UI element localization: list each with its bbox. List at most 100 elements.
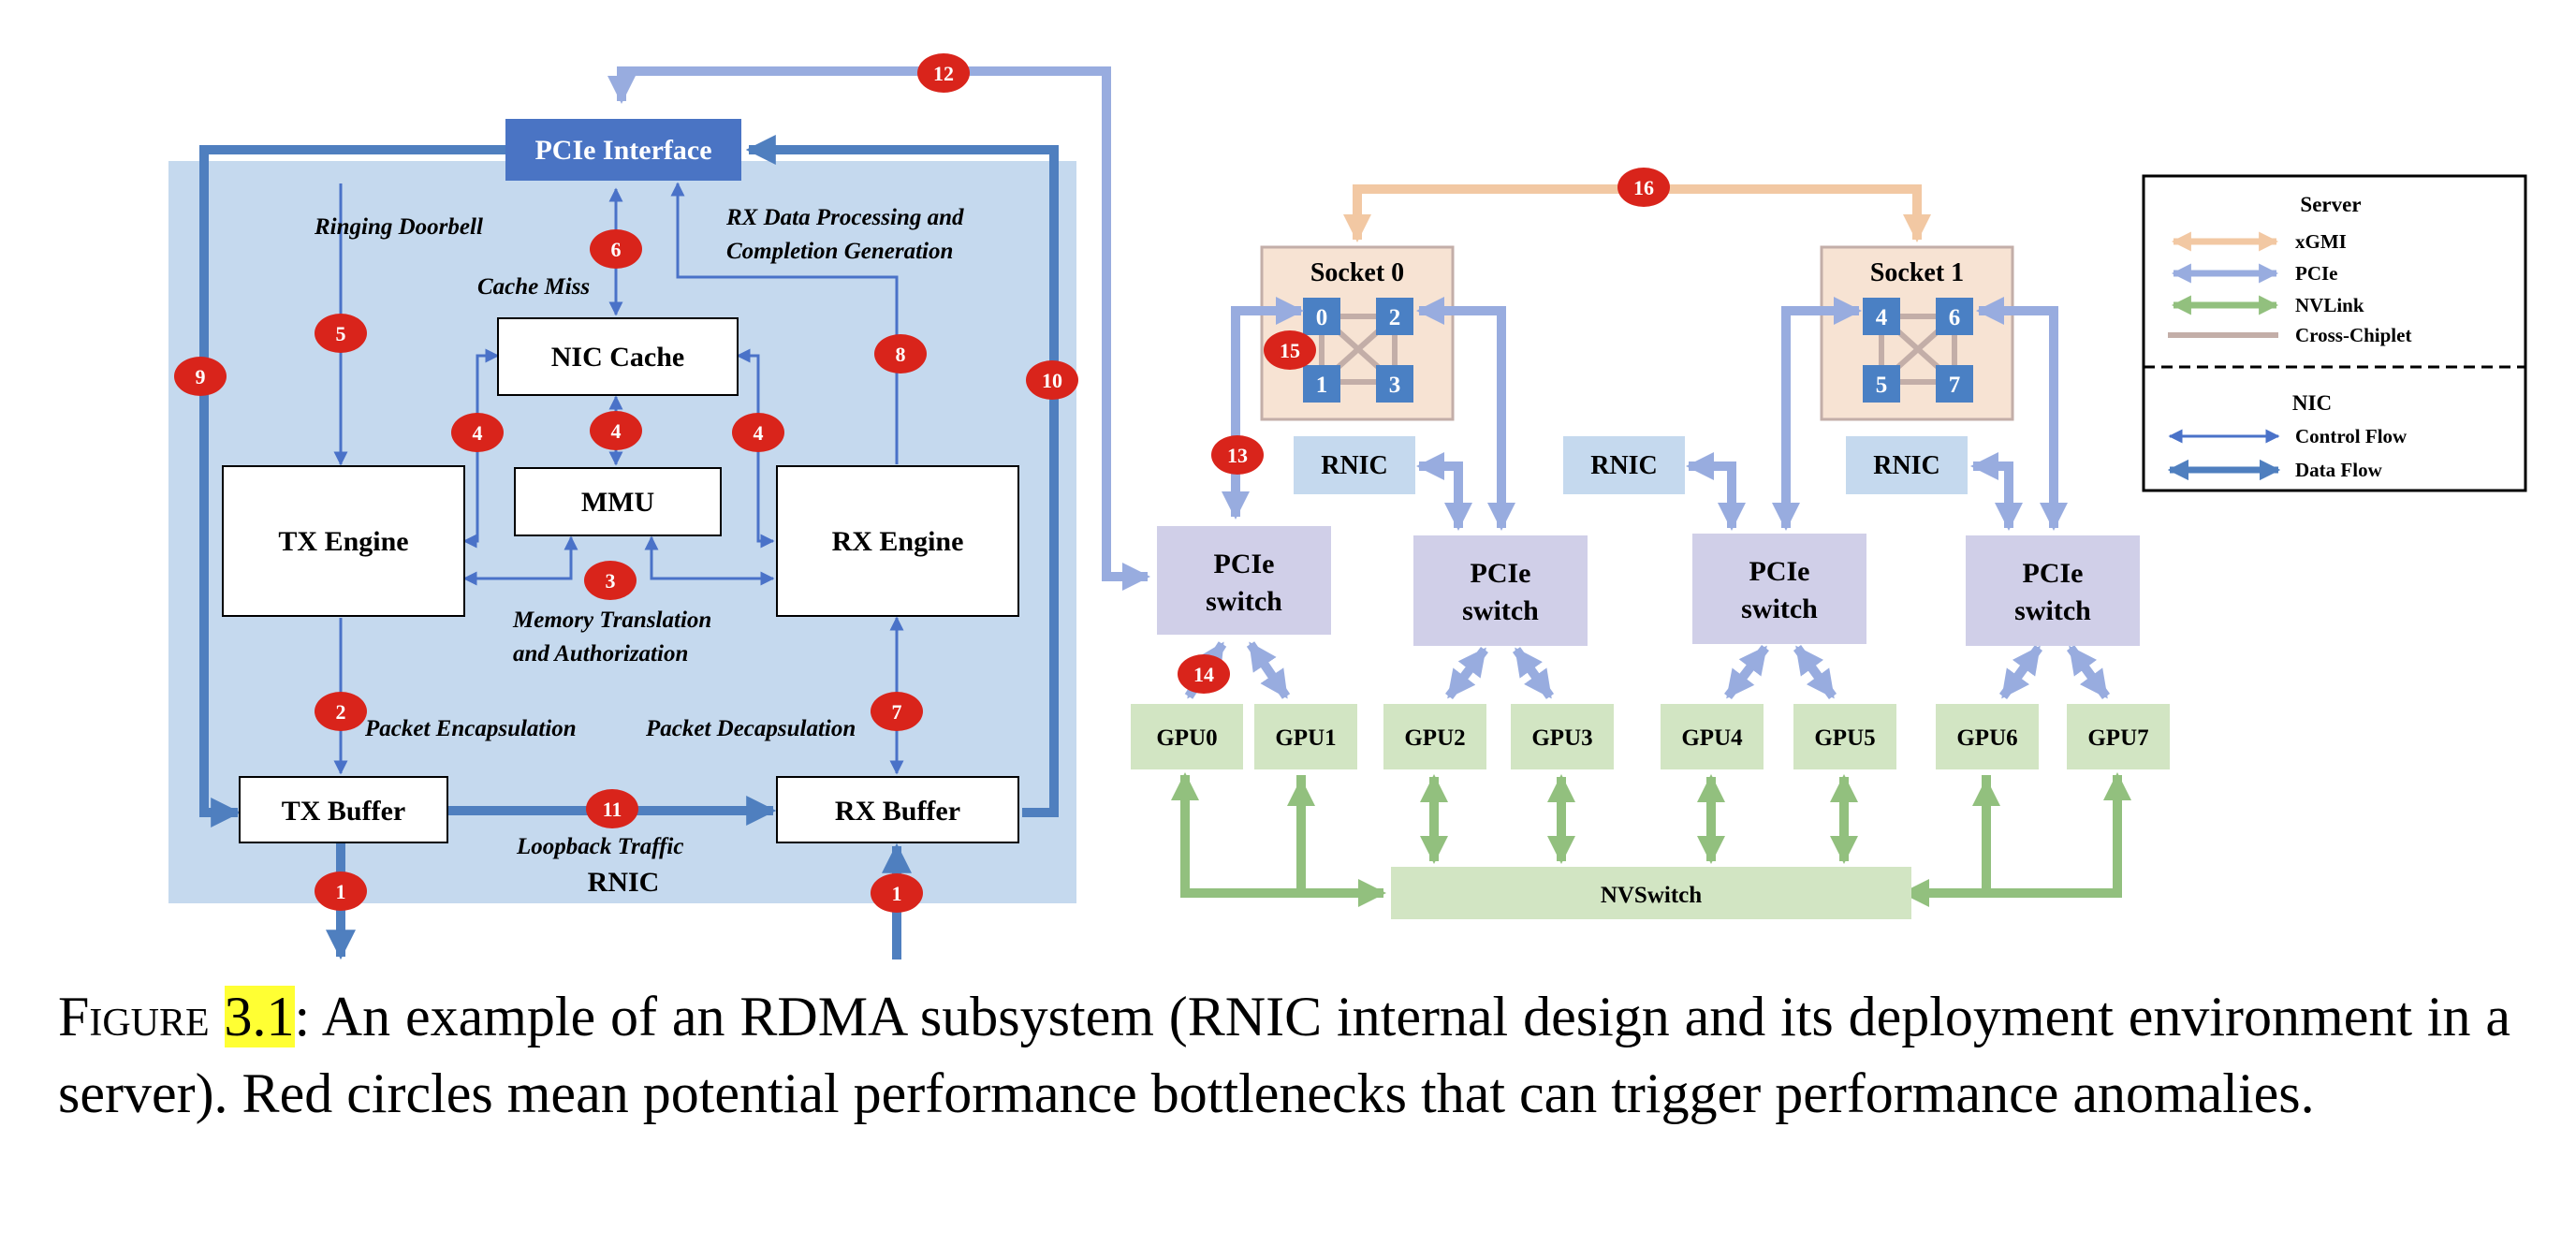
badge-11: 11 — [586, 789, 638, 828]
chiplet-6-label: 6 — [1949, 305, 1961, 330]
pcie-interface-label: PCIe Interface — [534, 135, 711, 166]
pcie-link-chiplet6-switch3 — [1976, 297, 2068, 531]
gpu-7 — [2067, 704, 2170, 769]
pcie-link-switch0-gpu1 — [1246, 641, 1291, 699]
chiplet-1 — [1303, 365, 1340, 403]
chiplet-7 — [1936, 365, 1973, 403]
badge-13: 13 — [1211, 435, 1264, 475]
badge-1-rx: 1 — [871, 873, 923, 913]
pcie-switch-3-line2: switch — [2014, 595, 2091, 626]
gpu-6 — [1936, 704, 2039, 769]
pcie-link-rnic3-switch3 — [1970, 452, 2023, 531]
caption-figure-word: Figure — [58, 986, 210, 1047]
nvswitch-label: NVSwitch — [1601, 883, 1702, 908]
legend-xgmi-label: xGMI — [2295, 230, 2347, 253]
chiplet-0-label: 0 — [1316, 305, 1328, 330]
server-rnic-2-label: RNIC — [1590, 451, 1658, 480]
gpu-0 — [1131, 704, 1243, 769]
ann-memory-translation-2: and Authorization — [513, 641, 688, 666]
tx-engine-box — [222, 465, 465, 617]
pcie-switch-0 — [1157, 526, 1331, 635]
pcie-switch-3 — [1966, 535, 2140, 646]
gpu-4 — [1661, 704, 1764, 769]
chiplet-5 — [1863, 365, 1900, 403]
legend-cross-chiplet-label: Cross-Chiplet — [2295, 324, 2411, 346]
pcie-link-switch3-gpu7 — [2066, 645, 2111, 699]
socket-0-label: Socket 0 — [1310, 258, 1404, 287]
pcie-link-switch2-gpu4 — [1724, 644, 1769, 700]
caption-figure-number: 3.1 — [224, 986, 295, 1047]
svg-text:1: 1 — [336, 880, 346, 903]
rdma-subsystem-diagram: PCIe Interface NIC Cache MMU TX Engine R… — [168, 53, 2527, 960]
svg-text:13: 13 — [1227, 444, 1248, 467]
gpu-2 — [1383, 704, 1486, 769]
gpu-3 — [1511, 704, 1614, 769]
svg-text:15: 15 — [1280, 339, 1300, 362]
ann-packet-decapsulation: Packet Decapsulation — [645, 716, 856, 741]
data-flow-path-9 — [199, 145, 505, 828]
chiplet-3-label: 3 — [1389, 373, 1401, 398]
svg-text:14: 14 — [1193, 663, 1214, 686]
svg-text:5: 5 — [336, 322, 346, 345]
badge-6: 6 — [590, 229, 642, 269]
chiplet-1-label: 1 — [1316, 373, 1328, 398]
svg-text:12: 12 — [933, 62, 954, 85]
server-rnic-1 — [1294, 436, 1415, 494]
chiplet-2 — [1376, 298, 1413, 335]
legend-data-flow-label: Data Flow — [2295, 459, 2383, 481]
ann-rx-processing-2: Completion Generation — [726, 239, 953, 264]
server-rnic-3 — [1846, 436, 1968, 494]
mmu-tx-path — [462, 535, 578, 586]
pcie-links — [1184, 297, 2111, 700]
gpu-5 — [1793, 704, 1896, 769]
badge-4-middle: 4 — [590, 411, 642, 450]
bottleneck-badges: 1 1 2 3 4 4 4 5 6 7 8 9 10 11 12 13 14 1… — [174, 53, 1670, 913]
badge-2: 2 — [315, 692, 367, 731]
svg-text:9: 9 — [196, 365, 206, 388]
server-rnic-1-label: RNIC — [1321, 451, 1388, 480]
badge-1-tx: 1 — [315, 872, 367, 911]
pcie-link-switch1-gpu2 — [1445, 646, 1488, 700]
server-rnic-3-label: RNIC — [1873, 451, 1940, 480]
nvlink-gpu0 — [1171, 772, 1386, 907]
mmu-label: MMU — [581, 487, 654, 518]
pcie-link-chiplet2-switch1 — [1416, 297, 1515, 531]
gpu-0-label: GPU0 — [1156, 725, 1217, 751]
svg-text:4: 4 — [754, 421, 764, 445]
figure-caption: Figure 3.1: An example of an RDMA subsys… — [58, 978, 2510, 1132]
svg-text:6: 6 — [611, 238, 622, 261]
legend-pcie-label: PCIe — [2295, 262, 2338, 285]
ann-cache-miss: Cache Miss — [477, 274, 590, 300]
legend-nic-title: NIC — [2292, 391, 2332, 415]
pcie-switch-0-line1: PCIe — [1214, 549, 1275, 579]
pcie-link-12 — [607, 66, 1150, 591]
chiplet-0 — [1303, 298, 1340, 335]
gpu-6-label: GPU6 — [1956, 725, 2017, 751]
gpu-3-label: GPU3 — [1531, 725, 1592, 751]
chiplet-3 — [1376, 365, 1413, 403]
badge-7: 7 — [871, 692, 923, 731]
nvswitch-box — [1391, 867, 1911, 919]
rx-buffer-box — [776, 776, 1019, 843]
badge-10: 10 — [1026, 360, 1078, 400]
chiplet-7-label: 7 — [1949, 373, 1961, 398]
pcie-link-switch2-gpu5 — [1793, 645, 1837, 699]
pcie-link-rnic1-switch1 — [1416, 452, 1472, 531]
pcie-link-switch3-gpu6 — [1998, 645, 2043, 699]
pcie-switch-1 — [1413, 535, 1588, 646]
rx-engine-label: RX Engine — [832, 526, 964, 557]
badge-4-left: 4 — [451, 413, 504, 452]
pcie-switch-2 — [1692, 534, 1866, 644]
legend-nvlink-label: NVLink — [2295, 294, 2364, 316]
ann-ringing-doorbell: Ringing Doorbell — [314, 214, 483, 240]
svg-text:10: 10 — [1042, 369, 1062, 392]
badge-15: 15 — [1264, 330, 1316, 370]
pcie-switch-3-line1: PCIe — [2023, 558, 2084, 589]
legend: Server xGMI PCIe NVLink Cross-Chiplet NI… — [2142, 174, 2527, 492]
svg-text:11: 11 — [603, 798, 622, 821]
badge-14: 14 — [1178, 654, 1230, 694]
badge-8: 8 — [874, 334, 927, 374]
pcie-link-switch1-gpu3 — [1512, 647, 1555, 699]
ann-rx-processing-1: RX Data Processing and — [725, 205, 964, 230]
ann-loopback-traffic: Loopback Traffic — [516, 834, 683, 859]
